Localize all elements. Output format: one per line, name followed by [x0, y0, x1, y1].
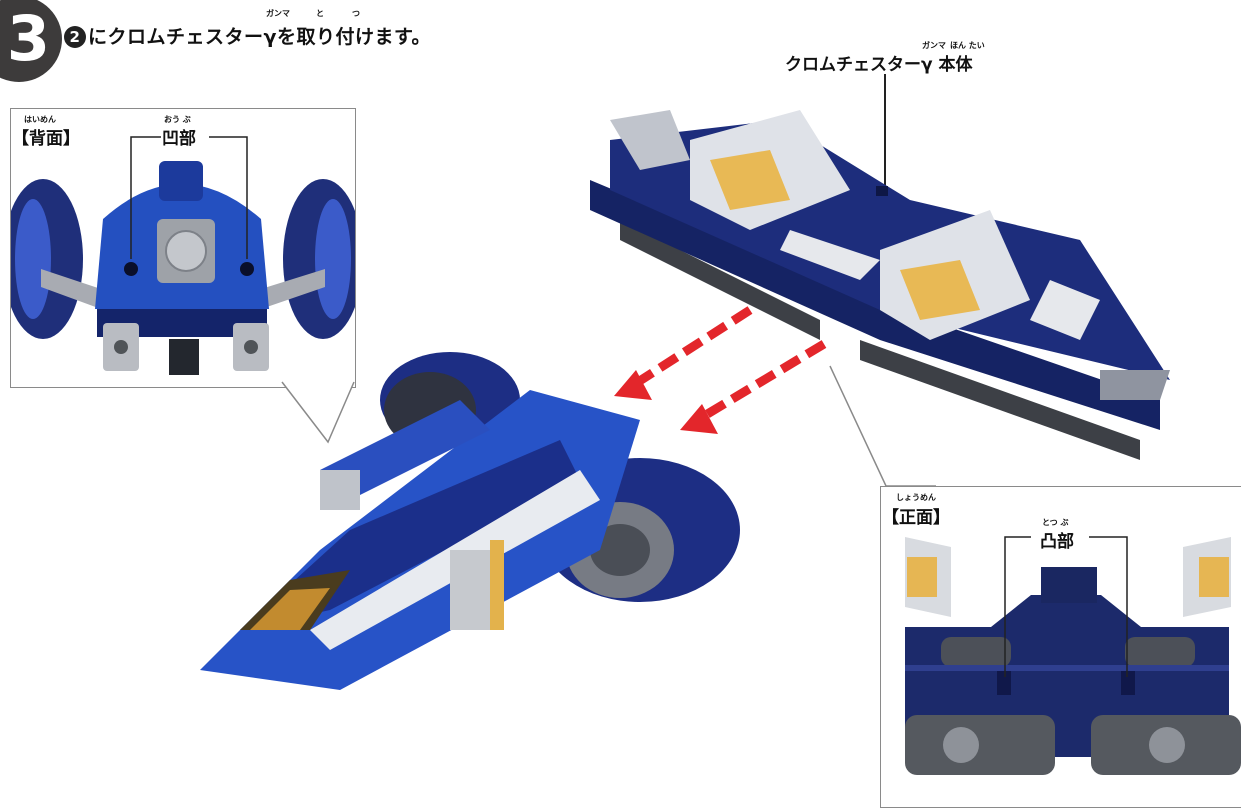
arrow-head-lower [680, 404, 718, 434]
front-part-label: 凸部 [1040, 532, 1074, 552]
front-title-ruby: しょうめん [896, 493, 936, 502]
back-panel-pointer [281, 381, 355, 444]
main-body-label: クロムチェスターγ 本体 [785, 55, 973, 75]
front-part-ruby: とつ ぶ [1042, 518, 1069, 527]
back-view-panel [10, 108, 356, 388]
attachment-arrows [614, 306, 827, 434]
front-panel-pointer [829, 365, 936, 487]
main-ruby-ganma: ガンマ [922, 41, 946, 50]
back-part-label: 凹部 [162, 129, 196, 149]
step-number-badge: 3 [0, 0, 62, 82]
ruby-ganma: ガンマ [266, 9, 290, 18]
front-view-title: 【正面】 [882, 508, 950, 528]
back-title-ruby: はいめん [24, 115, 56, 124]
back-view-title: 【背面】 [12, 129, 80, 149]
step-ref-number: 2 [64, 26, 86, 48]
ruby-to: と [316, 9, 324, 18]
arrow-head-upper [614, 370, 652, 400]
back-view-illustration [11, 136, 355, 375]
ruby-tsu: つ [352, 9, 360, 18]
instruction-text: にクロムチェスターγを取り付けます。 [88, 26, 432, 48]
front-view-panel [880, 486, 1241, 808]
back-part-ruby: おう ぶ [164, 115, 191, 124]
main-label-leader [884, 74, 886, 192]
front-view-illustration [905, 536, 1241, 775]
main-ruby-hontai: ほん たい [950, 41, 985, 50]
chrom-chester-body-illustration [590, 110, 1170, 460]
jet-unit-illustration [200, 352, 740, 690]
